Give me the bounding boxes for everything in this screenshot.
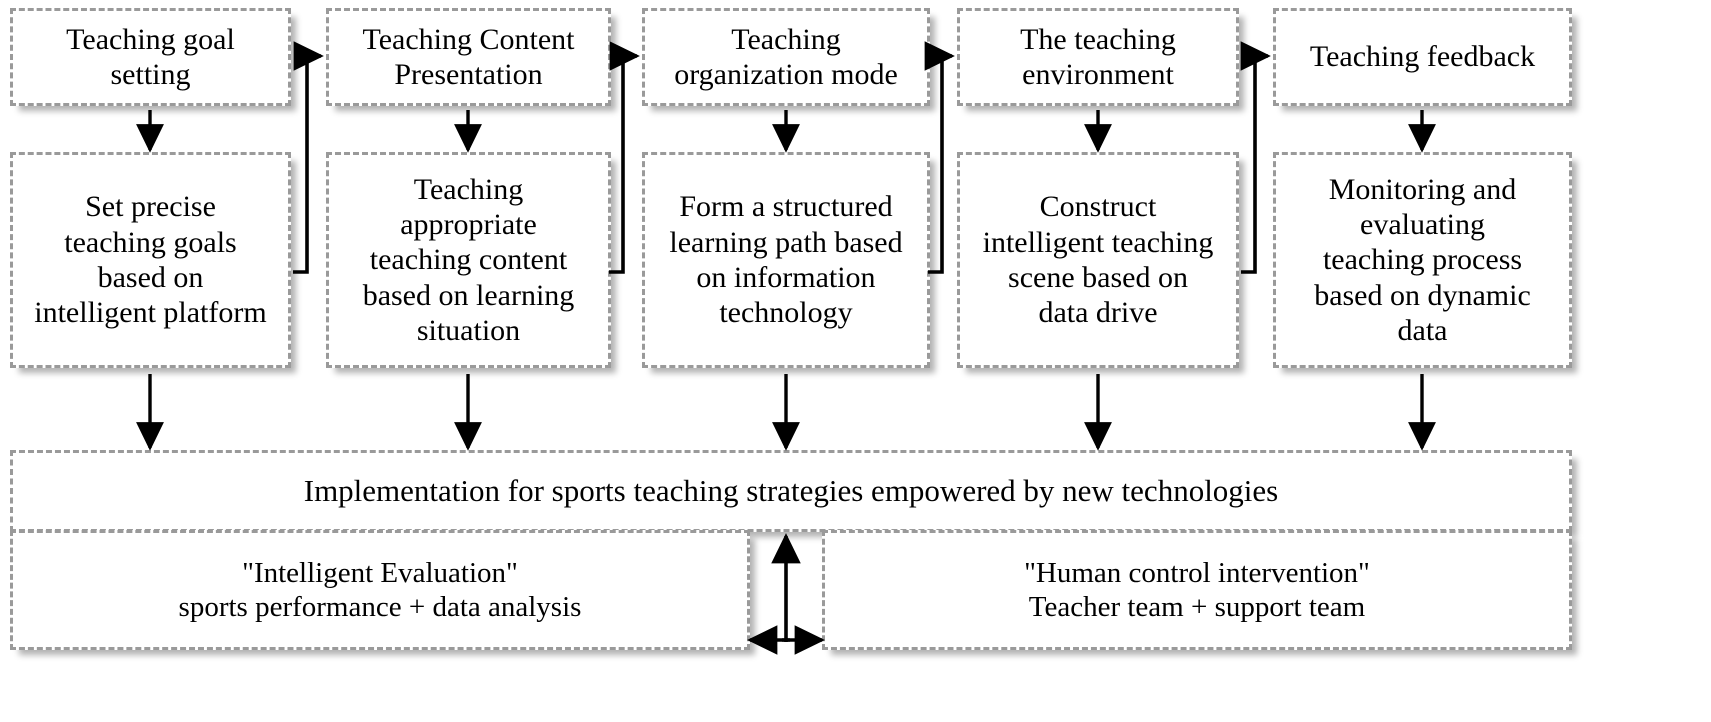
implementation-banner-label: Implementation for sports teaching strat… [303,472,1279,508]
bottom-box-label: "Intelligent Evaluation" sports performa… [178,556,582,623]
top-box-label: The teaching environment [1020,22,1176,91]
top-box-organization-mode[interactable]: Teaching organization mode [642,8,930,106]
detail-box-teaching-feedback[interactable]: Monitoring and evaluating teaching proce… [1273,152,1572,368]
detail-box-label: Set precise teaching goals based on inte… [34,190,267,330]
detail-box-label: Monitoring and evaluating teaching proce… [1314,172,1531,348]
bottom-box-human-control-intervention[interactable]: "Human control intervention" Teacher tea… [822,530,1572,650]
detail-box-teaching-environment[interactable]: Construct intelligent teaching scene bas… [957,152,1239,368]
elbow-arrow-content-to-organization [609,41,640,274]
elbow-arrow-environment-to-feedback [1240,41,1271,274]
top-box-teaching-feedback[interactable]: Teaching feedback [1273,8,1572,106]
elbow-arrow-organization-to-environment [924,41,955,274]
detail-box-label: Teaching appropriate teaching content ba… [362,172,575,348]
top-box-label: Teaching organization mode [674,22,898,91]
top-box-teaching-environment[interactable]: The teaching environment [957,8,1239,106]
top-box-label: Teaching goal setting [66,22,235,91]
implementation-banner[interactable]: Implementation for sports teaching strat… [10,450,1572,532]
elbow-arrow-goal-to-content [293,41,324,274]
top-box-content-presentation[interactable]: Teaching Content Presentation [326,8,611,106]
bottom-box-label: "Human control intervention" Teacher tea… [1024,556,1370,623]
top-box-goal-setting[interactable]: Teaching goal setting [10,8,291,106]
top-box-label: Teaching feedback [1309,40,1536,74]
detail-box-organization-mode[interactable]: Form a structured learning path based on… [642,152,930,368]
detail-box-label: Form a structured learning path based on… [669,190,903,330]
detail-box-content-presentation[interactable]: Teaching appropriate teaching content ba… [326,152,611,368]
detail-box-label: Construct intelligent teaching scene bas… [982,190,1214,330]
detail-box-goal-setting[interactable]: Set precise teaching goals based on inte… [10,152,291,368]
top-box-label: Teaching Content Presentation [362,22,575,91]
bottom-box-intelligent-evaluation[interactable]: "Intelligent Evaluation" sports performa… [10,530,750,650]
